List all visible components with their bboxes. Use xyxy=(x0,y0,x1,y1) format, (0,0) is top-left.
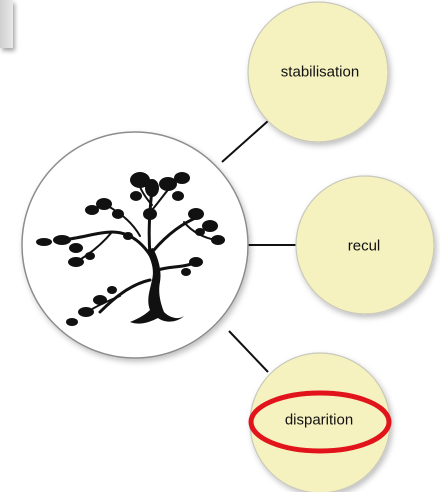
outcome-node-stabilisation xyxy=(247,1,389,143)
outcome-label-stabilisation: stabilisation xyxy=(280,63,360,81)
outcome-label-disparition: disparition xyxy=(284,411,354,429)
center-node xyxy=(21,131,249,359)
connector-stabilisation xyxy=(221,120,269,163)
connector-disparition xyxy=(228,330,269,373)
outcome-node-recul xyxy=(295,175,435,315)
tree-icon xyxy=(36,172,225,326)
highlight-ring xyxy=(248,390,392,454)
outcome-label-recul: recul xyxy=(347,237,381,255)
corner-tab xyxy=(0,0,13,48)
